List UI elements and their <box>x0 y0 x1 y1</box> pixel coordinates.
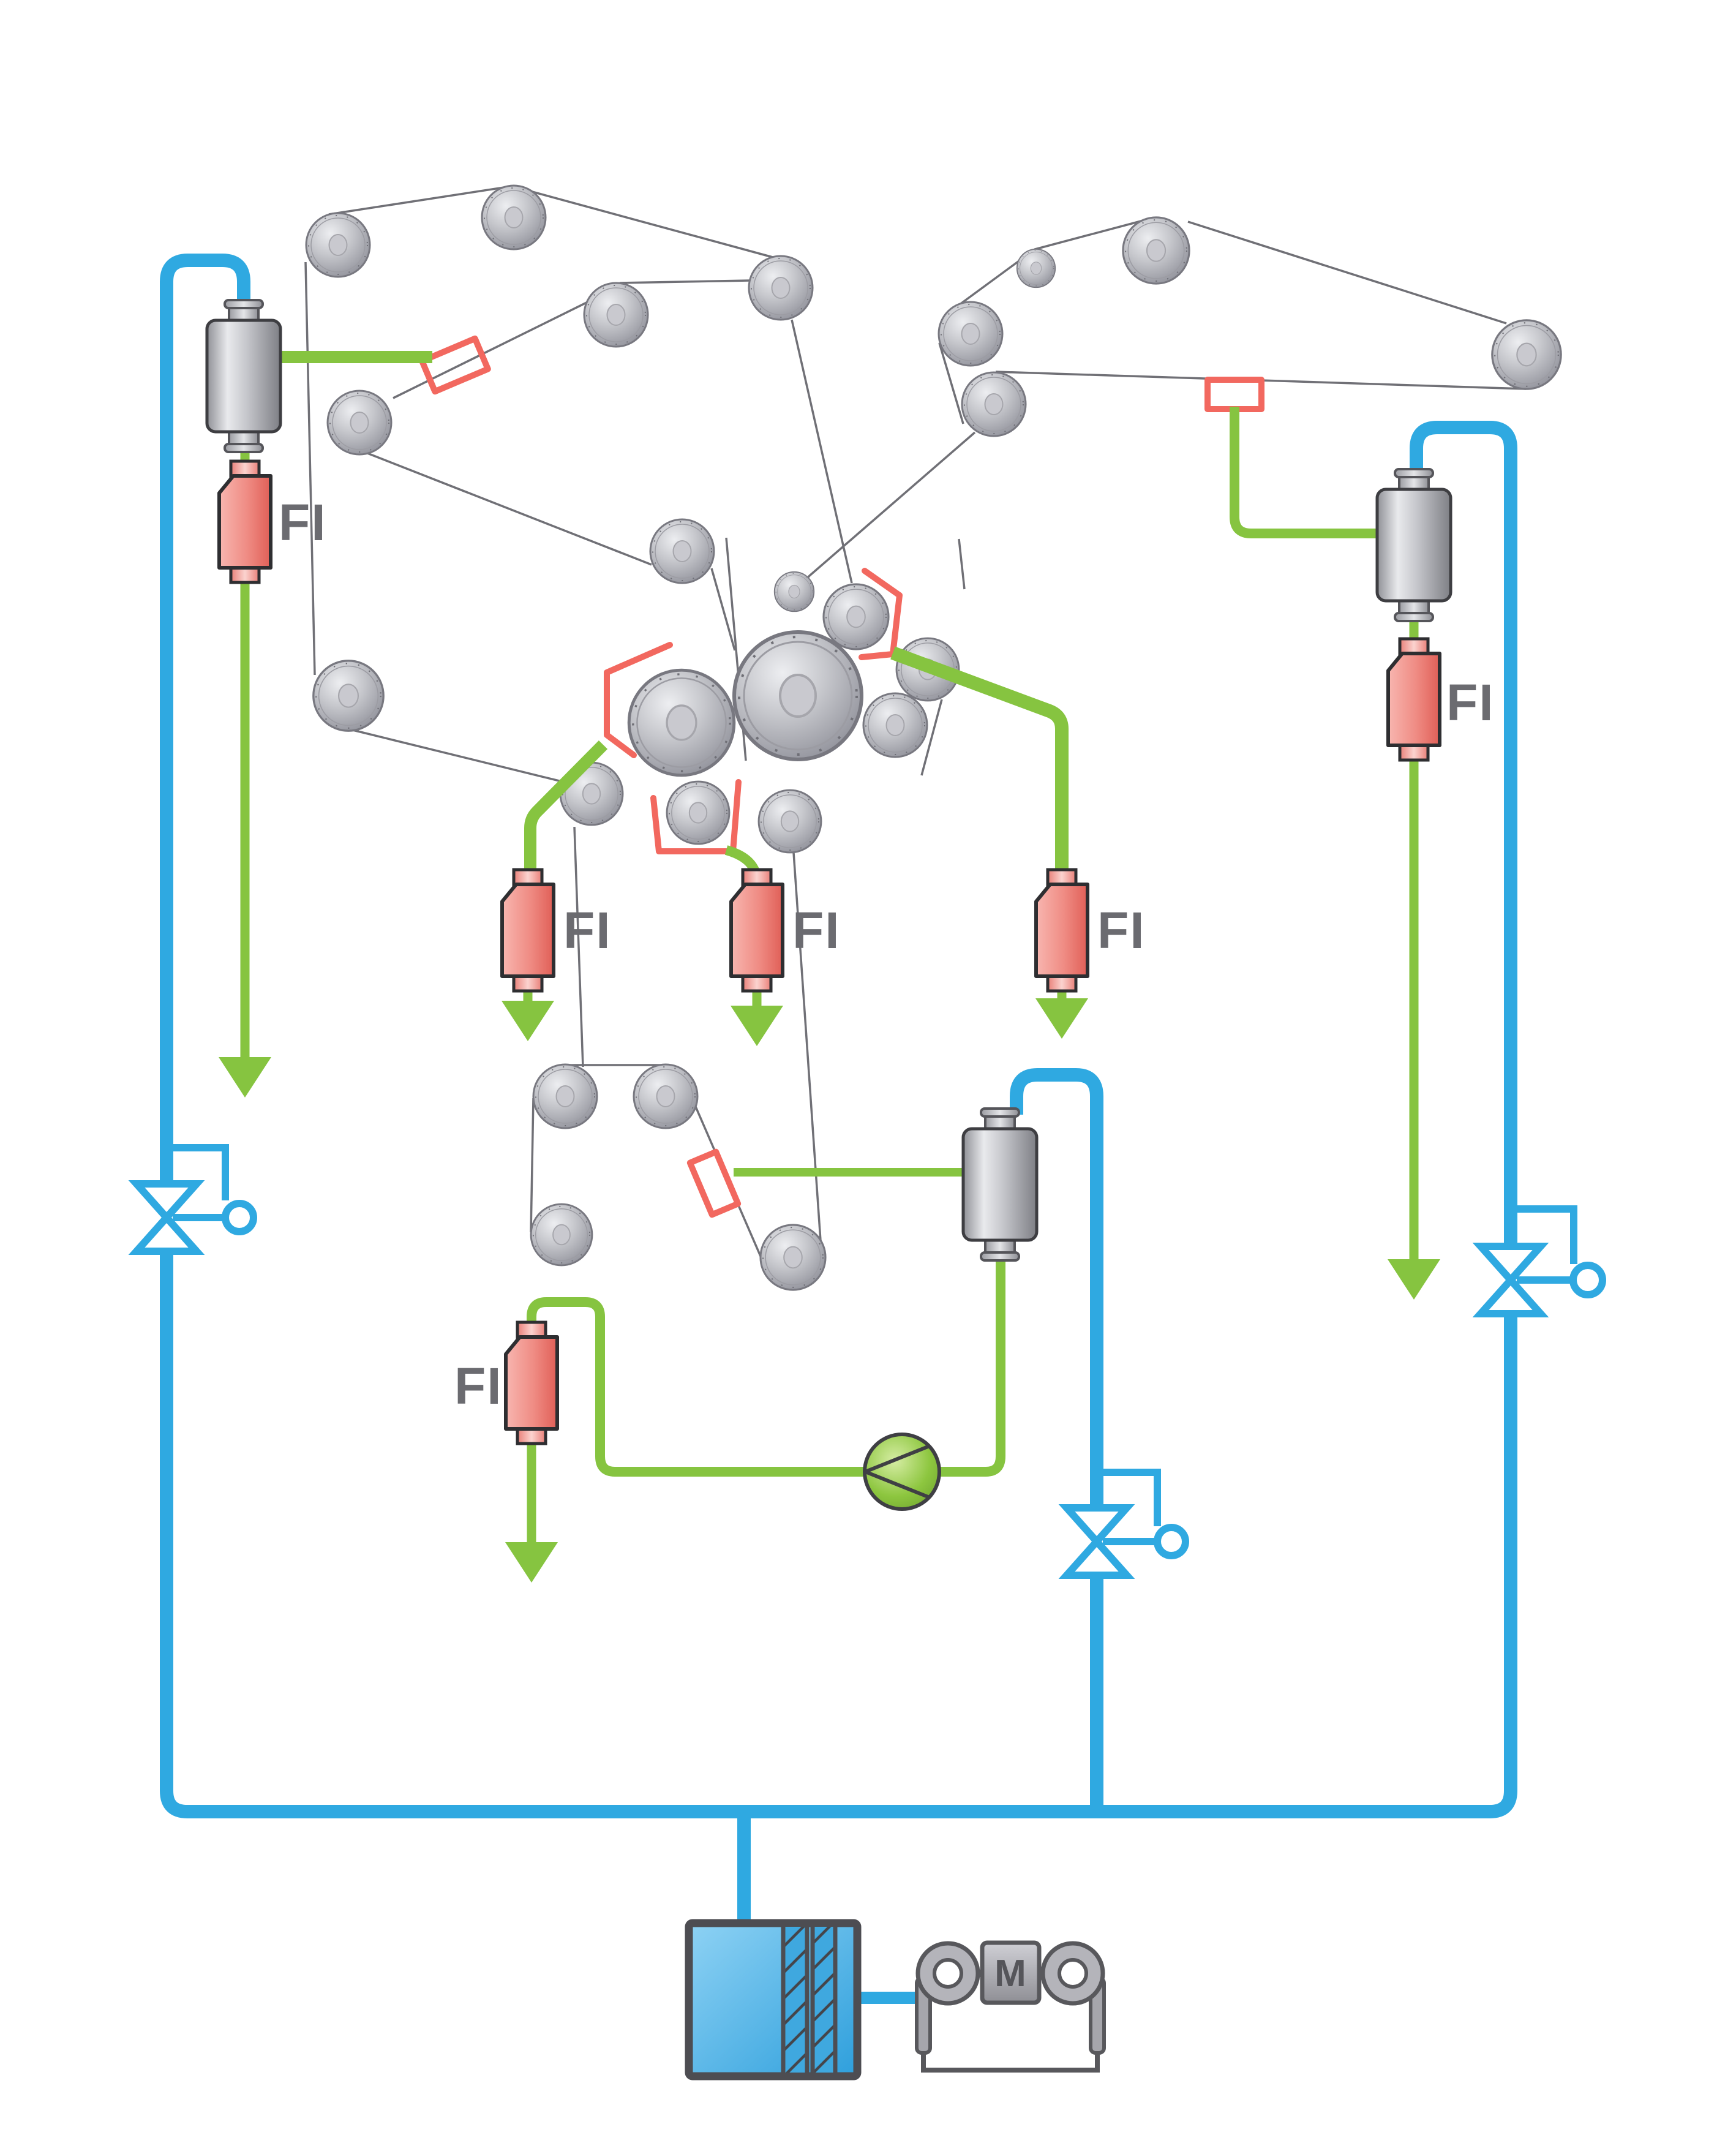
water-piping <box>160 254 1517 2004</box>
fi-label: FI <box>279 494 327 551</box>
arrowhead-icon <box>502 1001 554 1041</box>
collector-blade <box>859 568 903 660</box>
press-roll-large <box>734 632 862 759</box>
motor-pump-set: M <box>915 1940 1106 2073</box>
roller <box>822 583 890 650</box>
web-line <box>920 699 943 776</box>
control-valve-right <box>1481 1205 1606 1314</box>
fi-label: FI <box>563 902 612 959</box>
flow-indicator <box>506 1322 557 1444</box>
control-valve-center <box>1067 1469 1189 1575</box>
web-line <box>352 729 582 788</box>
fi-label: FI <box>1446 674 1495 731</box>
roller <box>312 660 385 732</box>
roller <box>938 301 1004 367</box>
web-line <box>530 1098 535 1233</box>
green-pipe <box>524 740 608 894</box>
web-line <box>393 299 592 399</box>
arrowhead-icon <box>1388 1259 1440 1300</box>
web-line <box>792 852 822 1250</box>
flow-indicator <box>1036 870 1088 991</box>
flow-indicators: FI FI FI FI FI FI <box>219 461 1495 1444</box>
roller <box>666 780 731 845</box>
motor-label: M <box>994 1953 1026 1995</box>
fi-label: FI <box>1097 902 1146 959</box>
roller <box>633 1063 699 1129</box>
control-valve-left <box>137 1144 257 1251</box>
blue-pipe <box>160 254 250 1182</box>
green-pipe <box>890 646 1069 894</box>
drain-arrowheads <box>219 998 1440 1583</box>
flow-indicator <box>219 461 271 582</box>
roller <box>862 692 928 758</box>
flow-indicator <box>1388 639 1440 760</box>
web-line <box>784 431 976 604</box>
arrowhead-icon <box>505 1542 558 1583</box>
collectors <box>419 335 1264 1218</box>
roller <box>530 1203 593 1267</box>
filter-vessel-right <box>1377 469 1451 621</box>
roller <box>773 571 815 612</box>
web-line <box>958 217 1153 306</box>
arrowhead-icon <box>731 1006 783 1046</box>
spray-box <box>1204 377 1264 412</box>
web-line <box>619 279 751 284</box>
web-line <box>938 342 964 424</box>
arrowhead-icon <box>1035 998 1088 1039</box>
valve-actuator-icon <box>1569 1262 1606 1298</box>
roller <box>1016 248 1056 288</box>
blue-pipe <box>1010 1068 1103 1505</box>
collector-blade <box>604 642 673 758</box>
motor-box <box>980 1940 1042 2005</box>
ground-wire <box>921 2046 1100 2073</box>
web-line <box>573 826 584 1068</box>
roller <box>532 1063 598 1129</box>
roller <box>583 282 649 348</box>
roller <box>1491 319 1562 390</box>
filter-vessel-center <box>963 1109 1037 1260</box>
roller <box>481 184 547 250</box>
press-roll-large <box>629 670 734 775</box>
arrowhead-icon <box>219 1057 271 1098</box>
roller <box>326 390 393 456</box>
web-line <box>1187 220 1507 325</box>
web-line <box>328 185 773 258</box>
flow-indicator <box>731 870 783 991</box>
roller <box>649 518 715 584</box>
web-line <box>791 319 853 584</box>
roller <box>1122 216 1190 285</box>
roller <box>759 1224 827 1291</box>
roller <box>305 212 371 278</box>
web-line <box>304 262 316 676</box>
circulation-pump <box>863 1433 941 1511</box>
roller <box>748 255 814 321</box>
control-valves <box>137 1144 1606 1575</box>
valve-actuator-icon <box>222 1200 257 1235</box>
flow-indicator <box>502 870 554 991</box>
water-tank <box>685 1919 862 2081</box>
filter-vessel-left <box>207 300 280 452</box>
valve-actuator-icon <box>1154 1524 1189 1559</box>
blue-pipe <box>160 1253 1517 1818</box>
blue-pipe <box>1410 421 1517 1245</box>
spray-box <box>419 335 491 395</box>
web-line <box>958 538 966 590</box>
web-line <box>710 568 736 651</box>
filtrate-piping <box>240 351 1419 1543</box>
roller-section <box>305 184 1562 1291</box>
roller <box>961 371 1027 437</box>
fi-label: FI <box>792 902 841 959</box>
web-line <box>367 452 652 566</box>
green-pipe <box>527 1259 1005 1477</box>
green-pipe <box>1230 407 1403 538</box>
roller <box>757 789 822 854</box>
collector-blade <box>650 779 742 854</box>
spray-box <box>686 1148 742 1218</box>
fi-label: FI <box>454 1357 503 1415</box>
